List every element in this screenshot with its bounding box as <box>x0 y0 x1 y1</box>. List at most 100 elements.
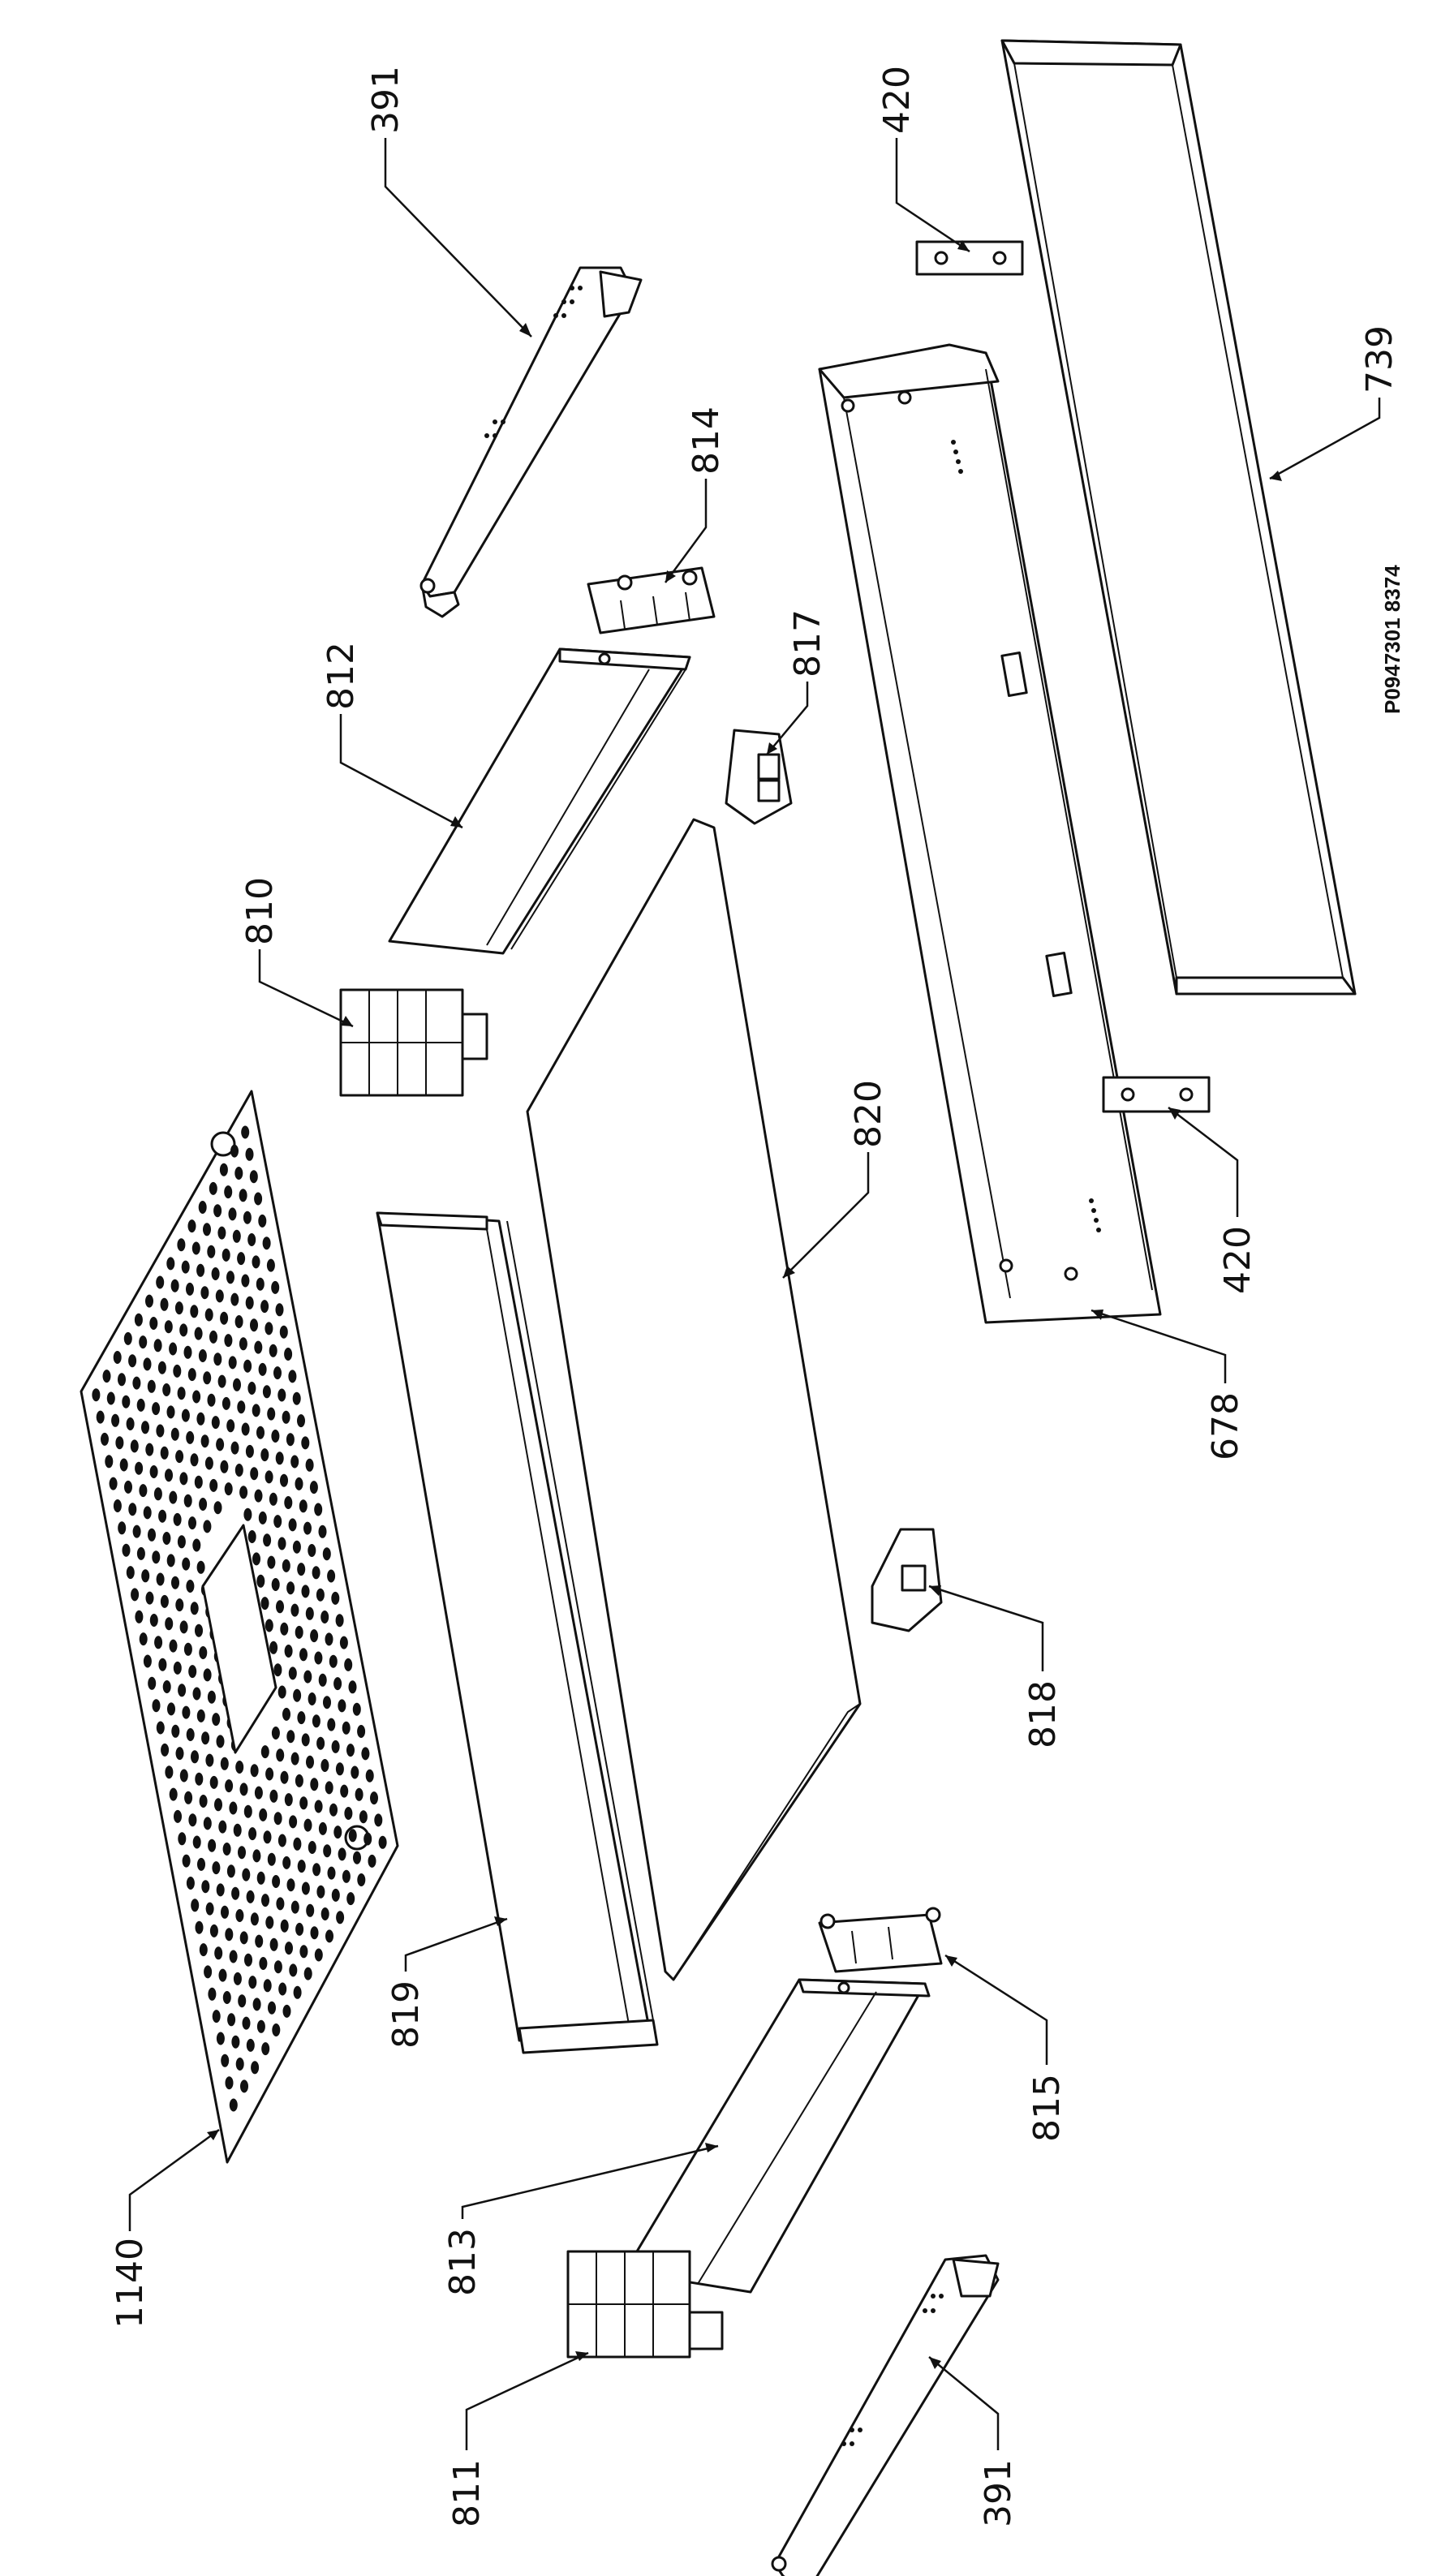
perforation-hole <box>227 2013 236 2027</box>
perforation-hole <box>235 2058 244 2071</box>
perforation-hole <box>338 1847 346 1861</box>
perforation-hole <box>145 1443 154 1456</box>
perforation-hole <box>286 1581 295 1595</box>
perforation-hole <box>252 1849 261 1863</box>
perforation-hole <box>309 1481 318 1494</box>
perforation-hole <box>233 1378 241 1391</box>
perforation-hole <box>327 1569 336 1583</box>
perforation-hole <box>160 1594 169 1608</box>
perforation-hole <box>310 1629 319 1643</box>
perforation-hole <box>153 1339 162 1353</box>
perforation-hole <box>203 1817 212 1830</box>
perforation-hole <box>277 1537 286 1550</box>
perforation-hole <box>245 1147 254 1161</box>
perforation-hole <box>290 1603 299 1617</box>
perforation-hole <box>230 1144 239 1158</box>
perforation-hole <box>218 1968 227 1982</box>
perforation-hole <box>203 1371 212 1385</box>
perforation-hole <box>143 1506 152 1520</box>
perforation-hole <box>102 1370 111 1383</box>
perforation-hole <box>243 1211 252 1224</box>
perforation-hole <box>243 1804 252 1818</box>
perforation-hole <box>201 1731 210 1745</box>
perforation-hole <box>333 1677 342 1691</box>
perforation-hole <box>209 1924 218 1937</box>
perforation-hole <box>331 1591 340 1605</box>
part-420-bracket-mid <box>1102 1076 1211 1113</box>
perforation-hole <box>331 1888 340 1902</box>
perforation-hole <box>118 1521 127 1535</box>
perforation-hole <box>209 1330 217 1344</box>
perforation-hole <box>186 1728 195 1741</box>
perforation-hole <box>233 1823 242 1837</box>
perforation-hole <box>306 1903 315 1917</box>
perforation-hole <box>252 1552 260 1566</box>
perforation-hole <box>224 1334 233 1348</box>
perforation-hole <box>217 1374 226 1388</box>
perforation-hole <box>299 1648 308 1662</box>
perforation-hole <box>139 1484 148 1498</box>
perforation-hole <box>224 1185 233 1199</box>
label-678: 678 <box>1205 1392 1246 1460</box>
perforation-hole <box>148 1676 157 1690</box>
perforation-hole <box>284 1645 293 1658</box>
perforation-hole <box>205 1902 214 1916</box>
perforation-hole <box>277 1388 286 1402</box>
perforation-hole <box>269 1937 278 1951</box>
perforation-hole <box>207 1690 216 1704</box>
perforation-hole <box>282 1410 290 1424</box>
perforation-hole <box>297 1860 306 1873</box>
perforation-hole <box>124 1480 132 1494</box>
perforation-hole <box>370 1791 378 1805</box>
perforation-hole <box>128 1354 137 1368</box>
perforation-hole <box>141 1421 149 1434</box>
perforation-hole <box>335 1614 344 1628</box>
perforation-hole <box>219 1163 228 1176</box>
perforation-hole <box>194 1475 203 1489</box>
perforation-hole <box>156 1572 165 1586</box>
part-739-front-panel <box>1000 39 1357 996</box>
perforation-hole <box>145 1591 154 1605</box>
perforation-hole <box>187 1219 196 1233</box>
perforation-hole <box>226 1864 235 1878</box>
perforation-hole <box>320 1611 329 1623</box>
perforation-hole <box>209 1181 217 1195</box>
perforation-hole <box>216 2032 225 2045</box>
perforation-hole <box>221 1905 229 1919</box>
perforation-hole <box>96 1410 105 1424</box>
perforation-hole <box>209 1775 218 1789</box>
perforation-hole <box>265 1916 274 1929</box>
perforation-hole <box>215 1289 224 1303</box>
perforation-hole <box>152 1699 161 1713</box>
label-420-top: 420 <box>876 66 918 134</box>
perforation-hole <box>167 1702 175 1716</box>
perforation-hole <box>320 1759 329 1772</box>
perforation-hole <box>310 1926 319 1940</box>
perforation-hole <box>239 1486 248 1499</box>
perforation-hole <box>238 1994 247 2008</box>
perforation-hole <box>271 1727 280 1740</box>
label-815: 815 <box>1026 2074 1068 2142</box>
perforation-hole <box>162 1383 171 1396</box>
perforation-hole <box>226 1419 235 1433</box>
perforation-hole <box>149 1317 158 1330</box>
perforation-hole <box>239 1337 247 1351</box>
perforation-hole <box>143 1654 152 1668</box>
perforation-hole <box>222 1248 230 1262</box>
perforation-hole <box>204 1308 213 1322</box>
part-678-control-frame <box>818 343 1162 1324</box>
perforation-hole <box>239 1931 248 1945</box>
perforation-hole <box>208 1838 217 1852</box>
perforation-hole <box>160 1297 169 1311</box>
perforation-hole <box>123 1331 132 1345</box>
perforation-hole <box>269 1789 278 1803</box>
perforation-hole <box>105 1455 114 1469</box>
perforation-hole <box>262 1385 271 1399</box>
perforation-hole <box>327 1866 336 1880</box>
perforation-hole <box>139 1632 148 1646</box>
perforation-hole <box>295 1625 303 1639</box>
perforation-hole <box>258 1362 267 1376</box>
label-739: 739 <box>1359 325 1400 393</box>
label-814: 814 <box>686 406 727 475</box>
perforation-hole <box>170 1279 179 1292</box>
